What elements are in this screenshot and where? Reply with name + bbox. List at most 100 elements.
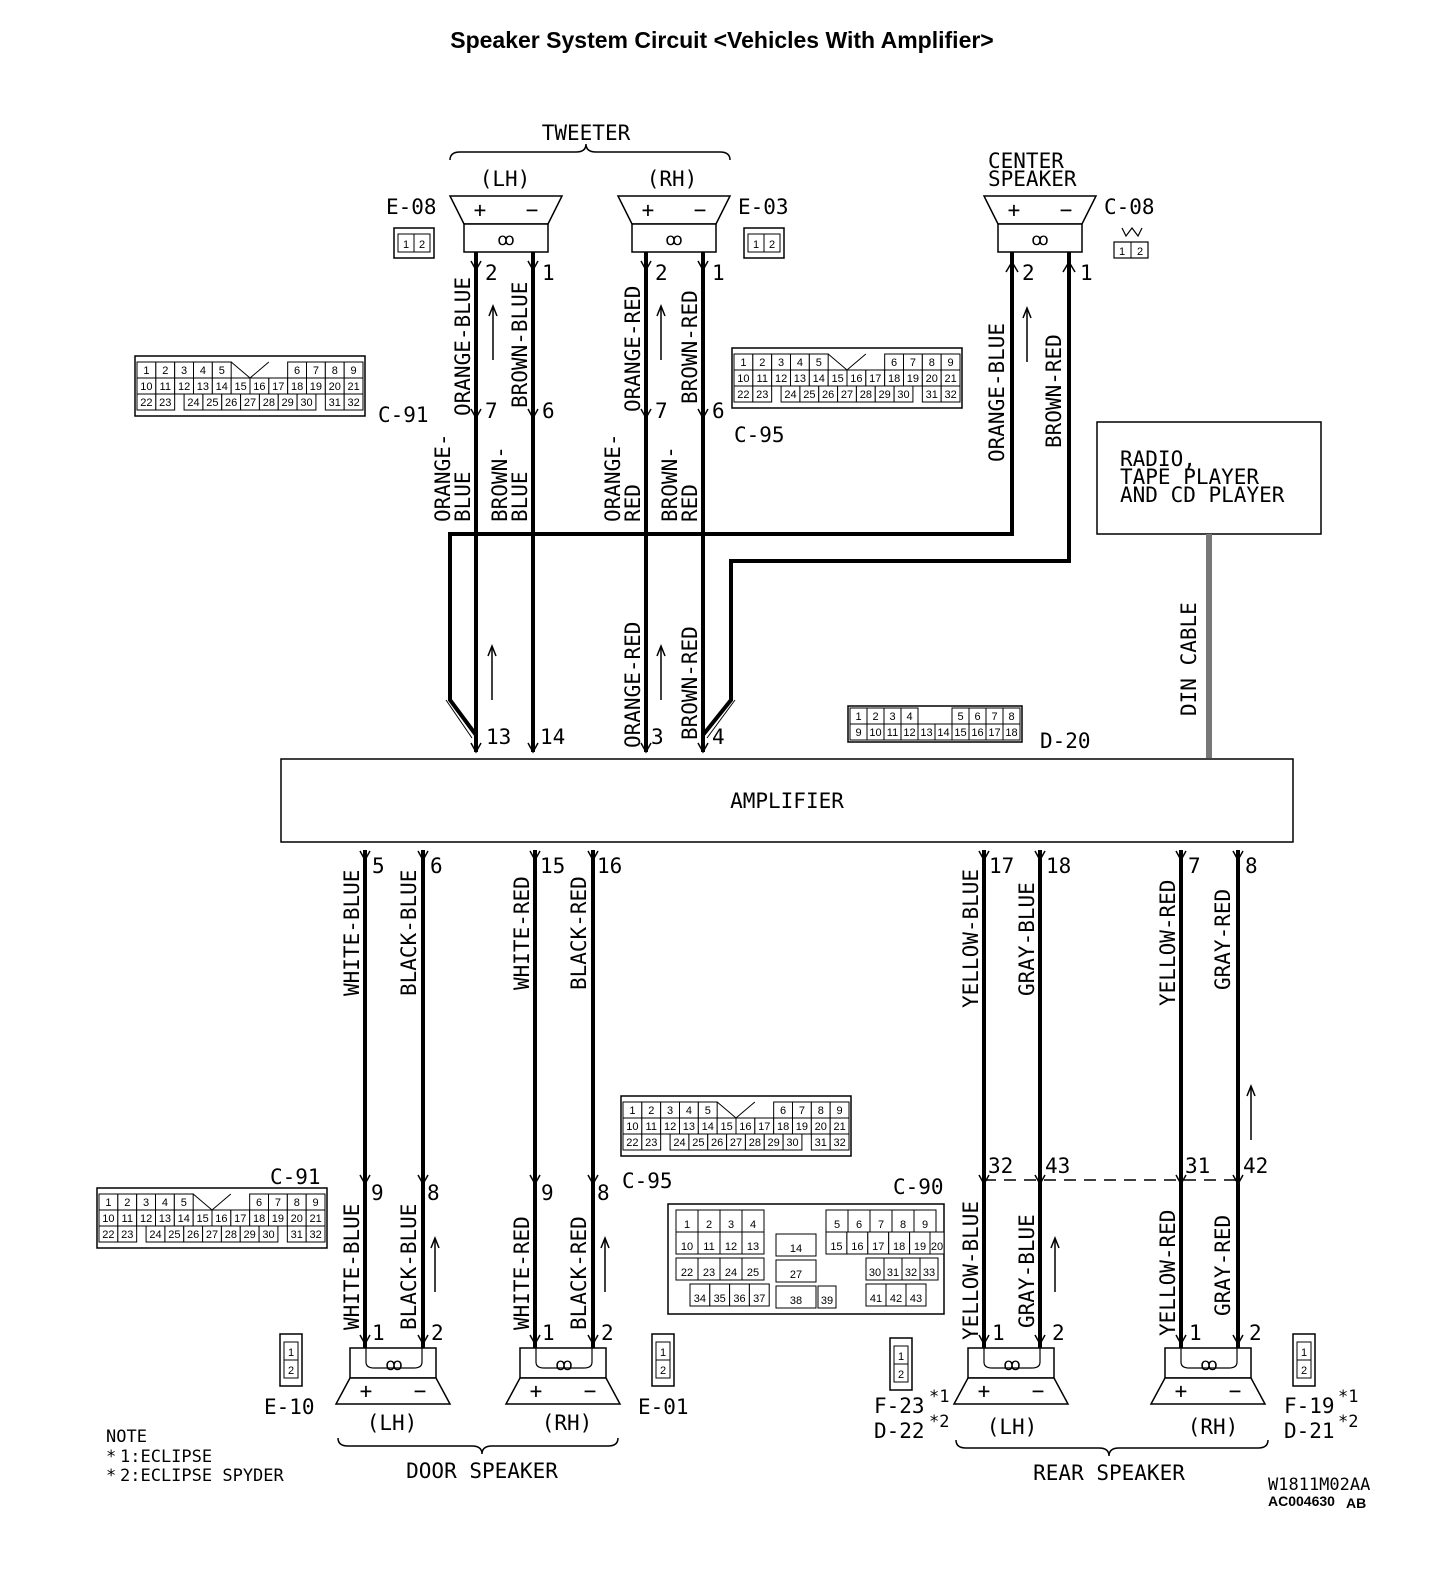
note-star: * <box>106 1466 116 1486</box>
wire-label: BROWN-RED <box>678 626 702 740</box>
coil-icon: ꝏ <box>665 230 682 250</box>
wire-label: YELLOW-RED <box>1156 880 1180 1006</box>
wire-label: WHITE-BLUE <box>340 870 364 996</box>
pin-number: 6 <box>974 711 980 723</box>
page-title: Speaker System Circuit <Vehicles With Am… <box>450 27 994 53</box>
pin-number: 20 <box>926 373 938 385</box>
svg-text:13: 13 <box>486 725 511 749</box>
coil-icon: ꝏ <box>1003 1355 1020 1375</box>
pin-number: 24 <box>725 1267 737 1279</box>
pin-number: 2 <box>288 1365 294 1377</box>
svg-text:17: 17 <box>989 854 1014 878</box>
door-speaker-rh: ꝏ+− <box>504 1347 622 1405</box>
wire-label: GRAY-BLUE <box>1015 1214 1039 1328</box>
pin-number: 3 <box>728 1219 734 1231</box>
pin-number: 10 <box>869 727 881 739</box>
plus-sign: + <box>642 198 655 222</box>
wire-label: GRAY-BLUE <box>1015 882 1039 996</box>
pin-number: 14 <box>813 373 825 385</box>
pin-number: 23 <box>756 389 768 401</box>
pin-number: 15 <box>830 1241 842 1253</box>
svg-text:2: 2 <box>1052 1321 1065 1345</box>
pin-number: 28 <box>263 397 275 409</box>
pin-number: 11 <box>160 381 171 393</box>
center-speaker: + − ꝏ <box>982 195 1098 253</box>
pin-number: 12 <box>725 1241 737 1253</box>
pin-number: 13 <box>683 1121 695 1133</box>
connector-d21-label: D-21 <box>1284 1419 1335 1443</box>
pin-number: 15 <box>196 1213 208 1225</box>
pin-number: 16 <box>971 727 983 739</box>
pin-number: 7 <box>991 711 997 723</box>
connector-e10-label: E-10 <box>264 1395 315 1419</box>
wire-label: RED <box>678 484 702 522</box>
pin-number: 37 <box>753 1293 765 1305</box>
pin-number: 2 <box>706 1219 712 1231</box>
pin-number: 30 <box>786 1137 798 1149</box>
pin-number: 2 <box>759 357 765 369</box>
pin-number: 1 <box>288 1347 294 1359</box>
svg-text:2: 2 <box>419 239 425 251</box>
pin-number: 10 <box>681 1241 693 1253</box>
rear-speaker-rh: ꝏ+− <box>1149 1347 1267 1405</box>
radio-unit <box>1096 421 1322 535</box>
pin-number: 4 <box>162 1197 168 1209</box>
pin-number: 33 <box>923 1267 935 1279</box>
wire-label: YELLOW-BLUE <box>959 869 983 1008</box>
wire-label: ORANGE-RED <box>621 622 645 748</box>
plus-sign: + <box>1008 198 1021 222</box>
pin-number: 5 <box>834 1219 840 1231</box>
door-speaker-brace <box>337 1437 619 1455</box>
tweeter-lh-label: (LH) <box>480 167 531 191</box>
pin-number: 13 <box>197 381 209 393</box>
pin-number: 20 <box>815 1121 827 1133</box>
svg-text:7: 7 <box>655 399 668 423</box>
pin-number: 18 <box>777 1121 789 1133</box>
svg-text:9: 9 <box>371 1181 384 1205</box>
amplifier-label: AMPLIFIER <box>730 789 844 813</box>
svg-text:1: 1 <box>542 261 555 285</box>
pin-number: 28 <box>860 389 872 401</box>
pin-number: 29 <box>282 397 294 409</box>
pin-number: 3 <box>889 711 895 723</box>
pin-number: 39 <box>821 1295 833 1307</box>
svg-text:1: 1 <box>753 239 759 251</box>
pin-number: 8 <box>332 365 338 377</box>
wire-label: GRAY-RED <box>1211 1215 1235 1316</box>
figure-code: AC004630 <box>1268 1493 1335 1509</box>
pin-number: 21 <box>833 1121 845 1133</box>
pin-number: 34 <box>694 1293 706 1305</box>
pin-number: 31 <box>291 1229 303 1241</box>
pin-number: 24 <box>673 1137 685 1149</box>
wire-label: WHITE-RED <box>510 876 534 990</box>
svg-text:6: 6 <box>712 399 725 423</box>
pin-number: 27 <box>244 397 256 409</box>
pin-number: 27 <box>790 1269 802 1281</box>
wire-label: RED <box>621 484 645 522</box>
pin-number: 14 <box>937 727 949 739</box>
pin-number: 9 <box>837 1105 843 1117</box>
pin-number: 2 <box>872 711 878 723</box>
pin-number: 7 <box>275 1197 281 1209</box>
pin-number: 1 <box>855 711 861 723</box>
pin-number: 3 <box>778 357 784 369</box>
footnote-ref-2: *2 <box>929 1412 949 1432</box>
connector-e08-label: E-08 <box>386 195 437 219</box>
svg-text:2: 2 <box>655 261 668 285</box>
connector-c91-label: C-91 <box>378 403 429 427</box>
pin-number: 19 <box>796 1121 808 1133</box>
pin-number: 2 <box>124 1197 130 1209</box>
pin-number: 24 <box>187 397 199 409</box>
pin-number: 1 <box>898 1351 904 1363</box>
svg-text:2: 2 <box>431 1321 444 1345</box>
figure-code-suffix: AB <box>1346 1495 1366 1511</box>
wire-label: BLACK-RED <box>567 876 591 990</box>
pin-number: 26 <box>187 1229 199 1241</box>
note-star: * <box>106 1447 116 1467</box>
pin-number: 7 <box>878 1219 884 1231</box>
pin-number: 30 <box>300 397 312 409</box>
svg-text:18: 18 <box>1046 854 1071 878</box>
pin-number: 5 <box>816 357 822 369</box>
door-speaker-lh: ꝏ+− <box>334 1347 452 1405</box>
